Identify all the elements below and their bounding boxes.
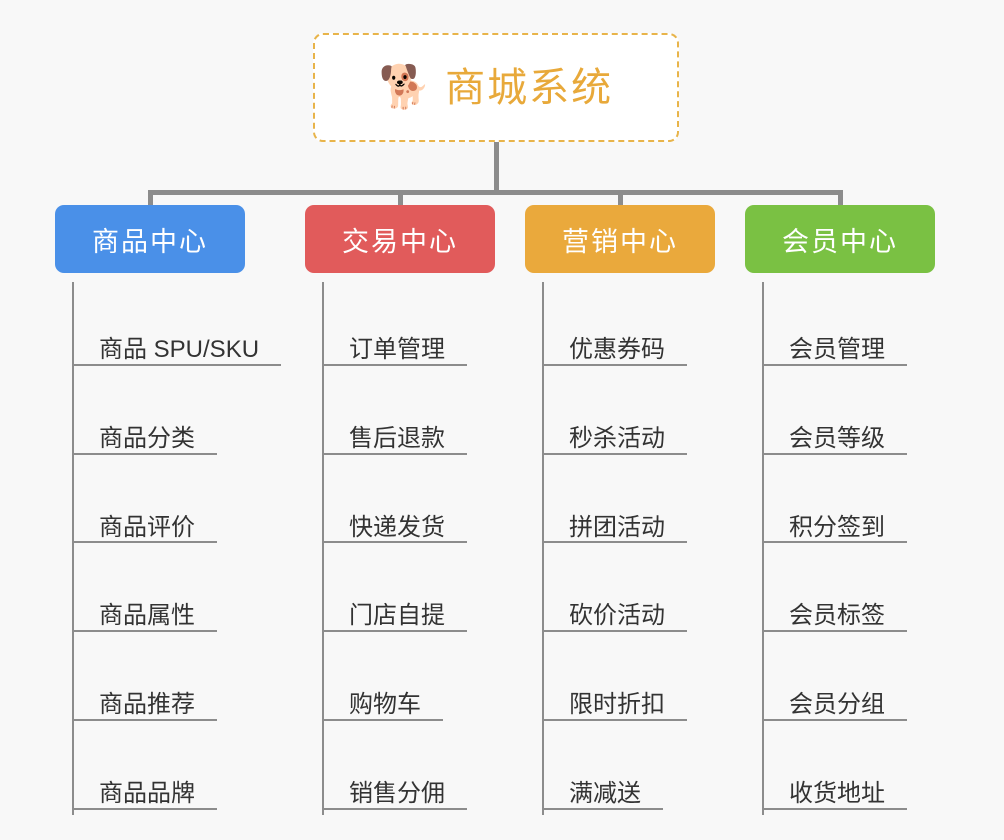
column-body-trade-center: 订单管理售后退款快递发货门店自提购物车销售分佣 [305, 282, 495, 815]
list-item[interactable]: 秒杀活动 [543, 371, 715, 460]
list-item-label: 会员等级 [763, 425, 907, 455]
list-item-label: 会员标签 [763, 603, 907, 633]
column-trade-center: 交易中心订单管理售后退款快递发货门店自提购物车销售分佣 [305, 205, 495, 815]
list-item[interactable]: 售后退款 [323, 371, 495, 460]
list-item-label: 商品品牌 [73, 780, 217, 810]
list-item[interactable]: 销售分佣 [323, 726, 495, 815]
list-item[interactable]: 订单管理 [323, 282, 495, 371]
leaf-list: 商品 SPU/SKU 商品分类商品评价商品属性商品推荐商品品牌 [73, 282, 282, 815]
column-header-trade-center[interactable]: 交易中心 [305, 205, 495, 273]
column-product-center: 商品中心商品 SPU/SKU 商品分类商品评价商品属性商品推荐商品品牌 [55, 205, 282, 815]
list-item-label: 拼团活动 [543, 514, 687, 544]
list-item[interactable]: 快递发货 [323, 460, 495, 549]
list-item-label: 商品推荐 [73, 691, 217, 722]
list-item-label: 快递发货 [323, 514, 467, 544]
list-item-label: 会员分组 [763, 691, 907, 722]
root-title: 商城系统 [445, 65, 614, 110]
column-body-marketing-center: 优惠券码秒杀活动拼团活动砍价活动限时折扣满减送 [525, 282, 715, 815]
column-member-center: 会员中心会员管理会员等级积分签到会员标签会员分组收货地址 [745, 205, 935, 815]
list-item-label: 收货地址 [763, 780, 907, 810]
list-item-label: 会员管理 [763, 336, 907, 366]
list-item-label: 积分签到 [763, 514, 907, 544]
connector-drop-product-center [148, 190, 153, 208]
column-header-product-center[interactable]: 商品中心 [55, 205, 245, 273]
list-item-label: 销售分佣 [323, 780, 467, 810]
column-body-product-center: 商品 SPU/SKU 商品分类商品评价商品属性商品推荐商品品牌 [55, 282, 282, 815]
list-item-label: 限时折扣 [543, 691, 687, 722]
list-item-label: 商品评价 [73, 514, 217, 544]
list-item[interactable]: 会员管理 [763, 282, 935, 371]
connector-drop-member-center [838, 190, 843, 208]
list-item[interactable]: 商品分类 [73, 371, 245, 460]
connector-spine-marketing-center [542, 282, 544, 815]
connector-drop-marketing-center [618, 190, 623, 208]
column-marketing-center: 营销中心优惠券码秒杀活动拼团活动砍价活动限时折扣满减送 [525, 205, 715, 815]
connector-root-stem [494, 142, 499, 192]
leaf-list: 会员管理会员等级积分签到会员标签会员分组收货地址 [763, 282, 935, 815]
leaf-list: 订单管理售后退款快递发货门店自提购物车销售分佣 [323, 282, 495, 815]
connector-spine-member-center [762, 282, 764, 815]
list-item-label: 优惠券码 [543, 336, 687, 366]
list-item-label: 秒杀活动 [543, 425, 687, 455]
list-item[interactable]: 商品推荐 [73, 637, 245, 726]
list-item[interactable]: 商品评价 [73, 460, 245, 549]
list-item[interactable]: 收货地址 [763, 726, 935, 815]
list-item[interactable]: 购物车 [323, 637, 495, 726]
column-body-member-center: 会员管理会员等级积分签到会员标签会员分组收货地址 [745, 282, 935, 815]
list-item-label: 购物车 [323, 691, 443, 722]
list-item-label: 满减送 [543, 780, 663, 810]
list-item[interactable]: 积分签到 [763, 460, 935, 549]
connector-spine-product-center [72, 282, 74, 815]
list-item[interactable]: 优惠券码 [543, 282, 715, 371]
connector-horizontal-bus [148, 190, 840, 195]
dog-face-icon: 🐕 [378, 62, 432, 110]
list-item[interactable]: 会员等级 [763, 371, 935, 460]
list-item[interactable]: 砍价活动 [543, 548, 715, 637]
connector-spine-trade-center [322, 282, 324, 815]
list-item-label: 订单管理 [323, 336, 467, 366]
list-item[interactable]: 商品属性 [73, 548, 245, 637]
list-item-label: 售后退款 [323, 425, 467, 455]
list-item[interactable]: 商品品牌 [73, 726, 245, 815]
list-item[interactable]: 会员标签 [763, 548, 935, 637]
leaf-list: 优惠券码秒杀活动拼团活动砍价活动限时折扣满减送 [543, 282, 715, 815]
column-header-marketing-center[interactable]: 营销中心 [525, 205, 715, 273]
root-node[interactable]: 🐕 商城系统 [313, 33, 679, 142]
list-item-label: 商品分类 [73, 425, 217, 455]
column-header-member-center[interactable]: 会员中心 [745, 205, 935, 273]
list-item[interactable]: 商品 SPU/SKU [73, 282, 282, 371]
list-item[interactable]: 限时折扣 [543, 637, 715, 726]
connector-drop-trade-center [398, 190, 403, 208]
list-item-label: 门店自提 [323, 603, 467, 633]
list-item[interactable]: 拼团活动 [543, 460, 715, 549]
list-item-label: 砍价活动 [543, 603, 687, 633]
list-item-label: 商品属性 [73, 603, 217, 633]
list-item-label: 商品 SPU/SKU [73, 336, 282, 366]
list-item[interactable]: 门店自提 [323, 548, 495, 637]
list-item[interactable]: 会员分组 [763, 637, 935, 726]
list-item[interactable]: 满减送 [543, 726, 715, 815]
